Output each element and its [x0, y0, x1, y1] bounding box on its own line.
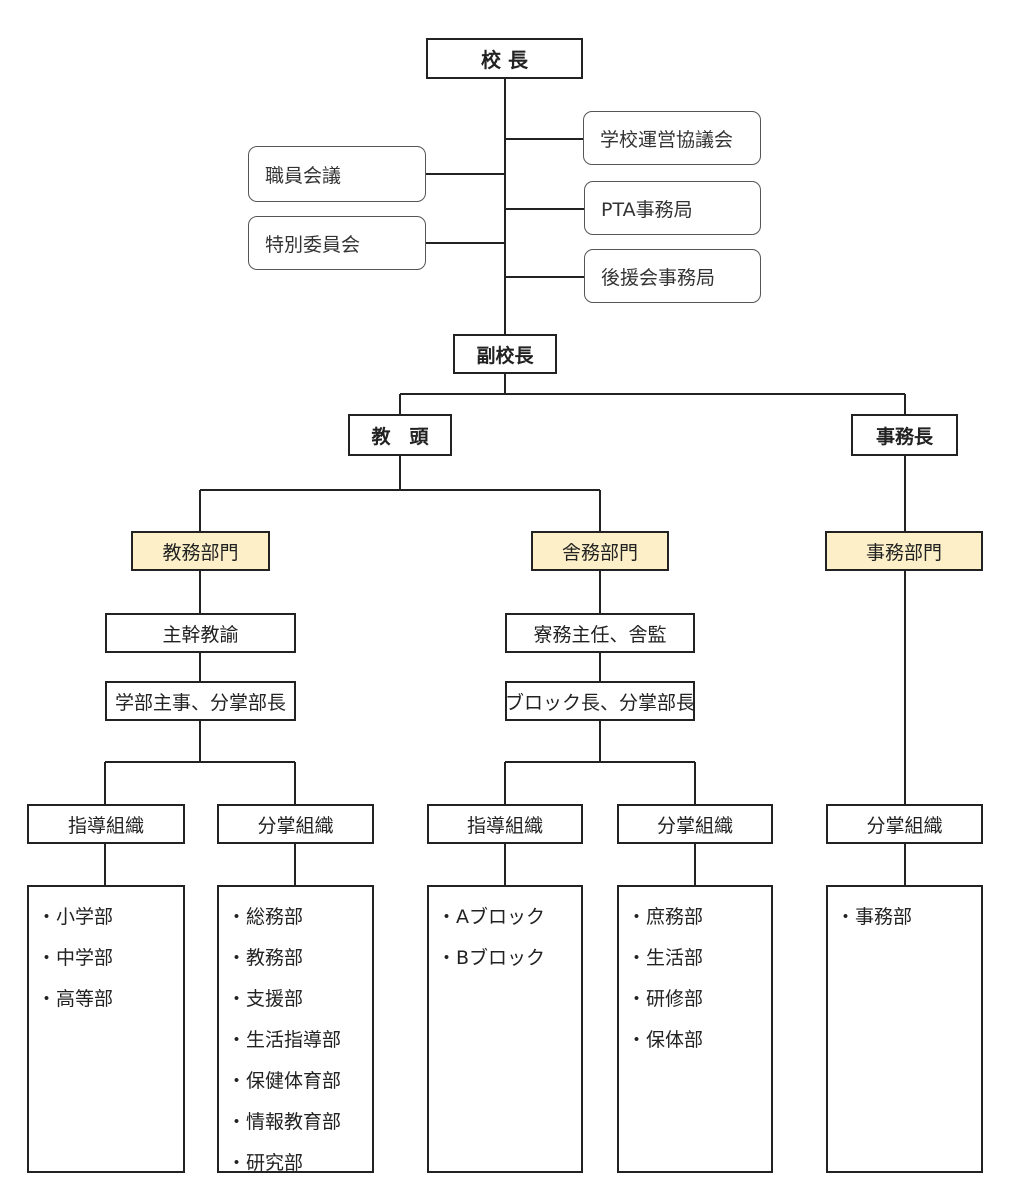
dormitory-duties-box: 分掌組織	[617, 804, 773, 844]
council-special-committee: 特別委員会	[248, 216, 426, 270]
dormitory-sub-box: ブロック長、分掌部長	[505, 681, 695, 721]
list-item: 高等部	[37, 979, 183, 1020]
academic-guidance-box: 指導組織	[27, 804, 185, 844]
academic-guidance-list: 小学部 中学部 高等部	[27, 885, 185, 1173]
office-duties-box: 分掌組織	[826, 804, 983, 844]
dept-academic: 教務部門	[131, 531, 270, 571]
vice-principal-box: 副校長	[453, 334, 557, 374]
council-pta-office: PTA事務局	[584, 181, 761, 235]
academic-duties-list: 総務部 教務部 支援部 生活指導部 保健体育部 情報教育部 研究部	[217, 885, 374, 1174]
list-item: 教務部	[227, 938, 372, 979]
academic-duties-box: 分掌組織	[217, 804, 374, 844]
list-item: 保体部	[627, 1020, 771, 1061]
list-item: Bブロック	[437, 938, 581, 979]
list-item: 総務部	[227, 897, 372, 938]
list-item: 支援部	[227, 979, 372, 1020]
academic-lead-box: 主幹教諭	[105, 613, 296, 653]
academic-sub-box: 学部主事、分掌部長	[105, 681, 296, 721]
list-item: 生活指導部	[227, 1020, 372, 1061]
council-school-management: 学校運営協議会	[583, 111, 761, 165]
dormitory-duties-list: 庶務部 生活部 研修部 保体部	[617, 885, 773, 1173]
council-supporters-office: 後援会事務局	[584, 249, 761, 303]
list-item: 中学部	[37, 938, 183, 979]
dormitory-guidance-list: Aブロック Bブロック	[427, 885, 583, 1173]
list-item: Aブロック	[437, 897, 581, 938]
list-item: 情報教育部	[227, 1102, 372, 1143]
list-item: 小学部	[37, 897, 183, 938]
head-teacher-box: 教 頭	[348, 414, 452, 456]
dormitory-lead-box: 寮務主任、舎監	[505, 613, 695, 653]
office-duties-list: 事務部	[826, 885, 983, 1173]
office-director-box: 事務長	[851, 414, 958, 456]
list-item: 事務部	[836, 897, 981, 938]
list-item: 庶務部	[627, 897, 771, 938]
list-item: 生活部	[627, 938, 771, 979]
council-staff-meeting: 職員会議	[248, 146, 426, 202]
dormitory-guidance-box: 指導組織	[427, 804, 583, 844]
dept-office: 事務部門	[825, 531, 983, 571]
principal-box: 校 長	[426, 38, 583, 79]
dept-dormitory: 舎務部門	[531, 531, 669, 571]
list-item: 研究部	[227, 1143, 372, 1184]
list-item: 保健体育部	[227, 1061, 372, 1102]
list-item: 研修部	[627, 979, 771, 1020]
